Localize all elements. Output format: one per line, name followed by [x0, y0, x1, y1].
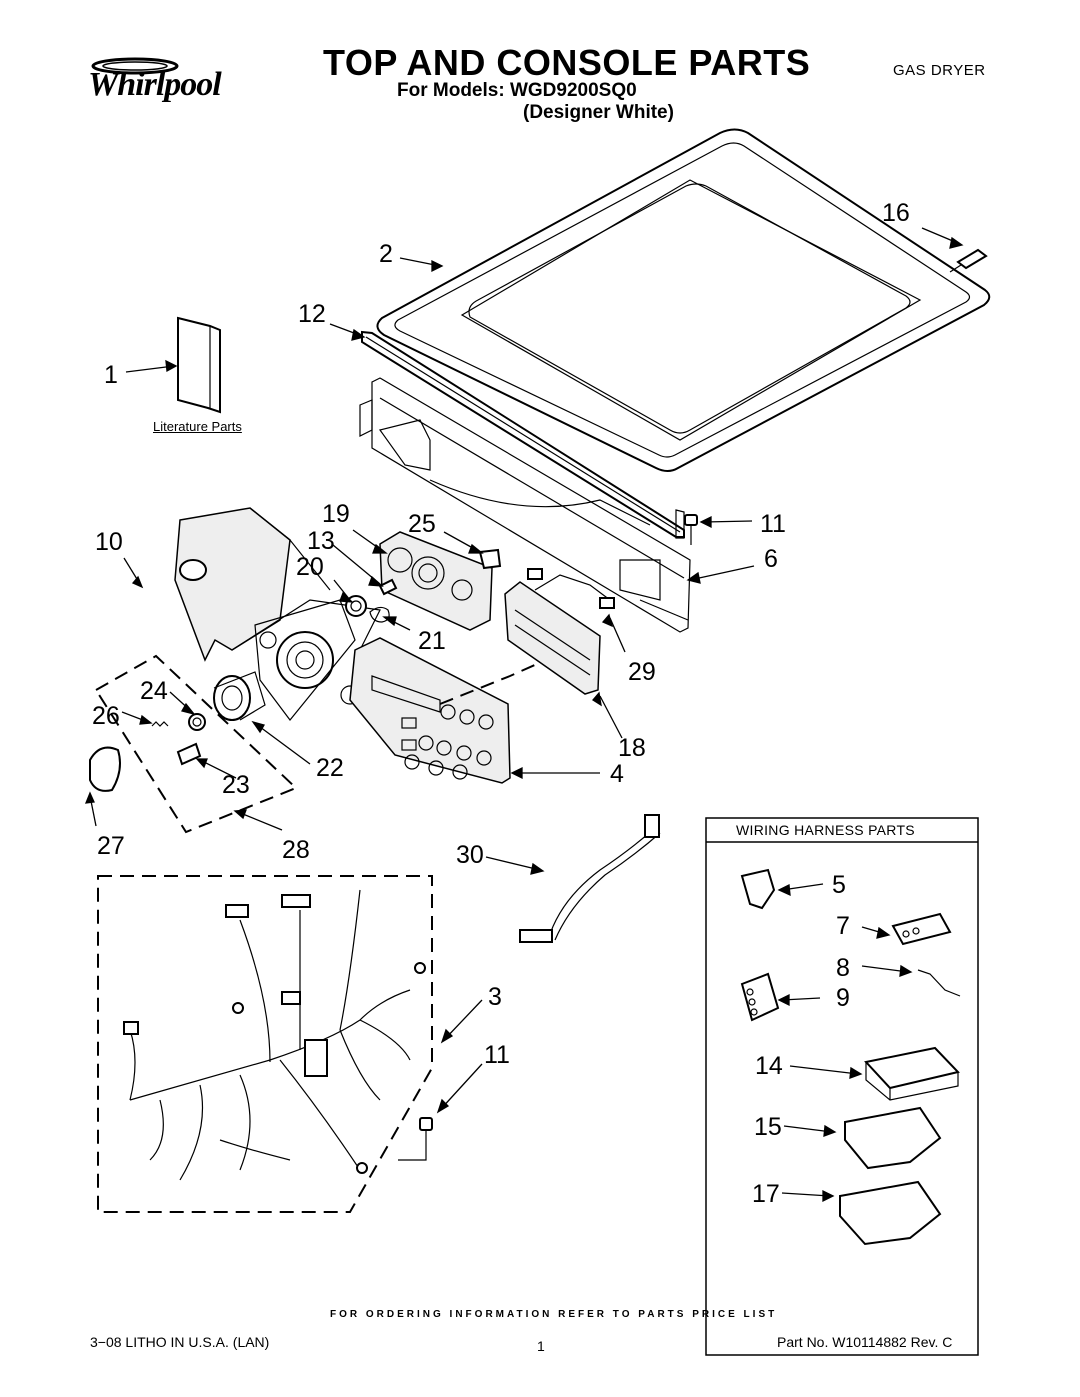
callout-14: 14 [755, 1052, 783, 1080]
ui-board-19-drawing [379, 531, 493, 631]
screw-16-drawing [949, 248, 988, 273]
logo-swoosh-icon [91, 57, 179, 75]
brand-wordmark: Whirlpool [88, 66, 222, 103]
callout-12: 12 [298, 300, 326, 328]
main-wiring-harness-drawing [123, 889, 426, 1181]
callout-7: 7 [836, 912, 850, 940]
console-front-panel-drawing [349, 637, 511, 784]
literature-booklet-drawing [177, 316, 221, 414]
color-line: (Designer White) [523, 102, 674, 123]
callout-29: 29 [628, 658, 656, 686]
callout-25: 25 [408, 510, 436, 538]
callout-26: 26 [92, 702, 120, 730]
front-trim-strip-drawing [361, 330, 685, 539]
screw-11b-drawing [398, 1117, 433, 1161]
page-title: TOP AND CONSOLE PARTS [323, 42, 811, 83]
callout-11-bottom: 11 [484, 1041, 510, 1069]
harness-parts-box [705, 817, 979, 1356]
console-bracket-drawing [359, 377, 691, 633]
callout-19: 19 [322, 500, 350, 528]
callout-30: 30 [456, 841, 484, 869]
dial-assembly-drawing [254, 599, 360, 721]
leader-arrows [84, 227, 964, 1203]
connector-14-drawing [864, 1046, 960, 1101]
control-board-29-drawing [504, 568, 615, 695]
wiring-harness-parts-title: WIRING HARNESS PARTS [736, 822, 915, 838]
connector-7-drawing [891, 912, 952, 946]
callout-1: 1 [104, 361, 118, 389]
litho-note: 3−08 LITHO IN U.S.A. (LAN) [90, 1334, 270, 1350]
models-line: For Models: WGD9200SQ0 [397, 80, 637, 101]
ordering-note: FOR ORDERING INFORMATION REFER TO PARTS … [330, 1309, 778, 1320]
leader-dashed [439, 655, 556, 705]
callout-8: 8 [836, 954, 850, 982]
part-number: Part No. W10114882 Rev. C [777, 1334, 953, 1350]
callout-27: 27 [97, 832, 125, 860]
knob-kit-outline [94, 654, 298, 834]
callout-22: 22 [316, 754, 344, 782]
callout-3: 3 [488, 983, 502, 1011]
callout-15: 15 [754, 1113, 782, 1141]
screw-11-drawing [684, 514, 698, 545]
callout-4: 4 [610, 760, 624, 788]
callout-17: 17 [752, 1180, 780, 1208]
callout-18: 18 [618, 734, 646, 762]
callout-20: 20 [296, 553, 324, 581]
callout-9: 9 [836, 984, 850, 1012]
connector-17-drawing [839, 1180, 942, 1246]
callout-6: 6 [764, 545, 778, 573]
product-type: GAS DRYER [893, 62, 986, 79]
harness-30-drawing [519, 814, 661, 943]
clip-5-drawing [740, 868, 776, 910]
bracket-25-drawing [478, 548, 502, 570]
whirlpool-logo: Whirlpool [80, 52, 280, 112]
top-panel-drawing [376, 128, 991, 472]
connector-15-drawing [844, 1106, 942, 1170]
callout-23: 23 [222, 771, 250, 799]
callout-10: 10 [95, 528, 123, 556]
callout-16: 16 [882, 199, 910, 227]
page-number: 1 [537, 1338, 545, 1354]
callout-21: 21 [418, 627, 446, 655]
literature-parts-label: Literature Parts [153, 419, 242, 434]
console-housing-drawing [174, 507, 381, 662]
callout-11-top: 11 [760, 510, 786, 538]
harness-kit-outline [97, 875, 433, 1213]
terminal-8-drawing [917, 969, 961, 997]
callout-24: 24 [140, 677, 168, 705]
knob-assembly-drawing [89, 671, 266, 792]
callout-5: 5 [832, 871, 846, 899]
small-parts-drawing [345, 578, 398, 623]
callout-2: 2 [379, 240, 393, 268]
callout-28: 28 [282, 836, 310, 864]
connector-9-drawing [740, 972, 780, 1022]
callout-13: 13 [307, 527, 335, 555]
